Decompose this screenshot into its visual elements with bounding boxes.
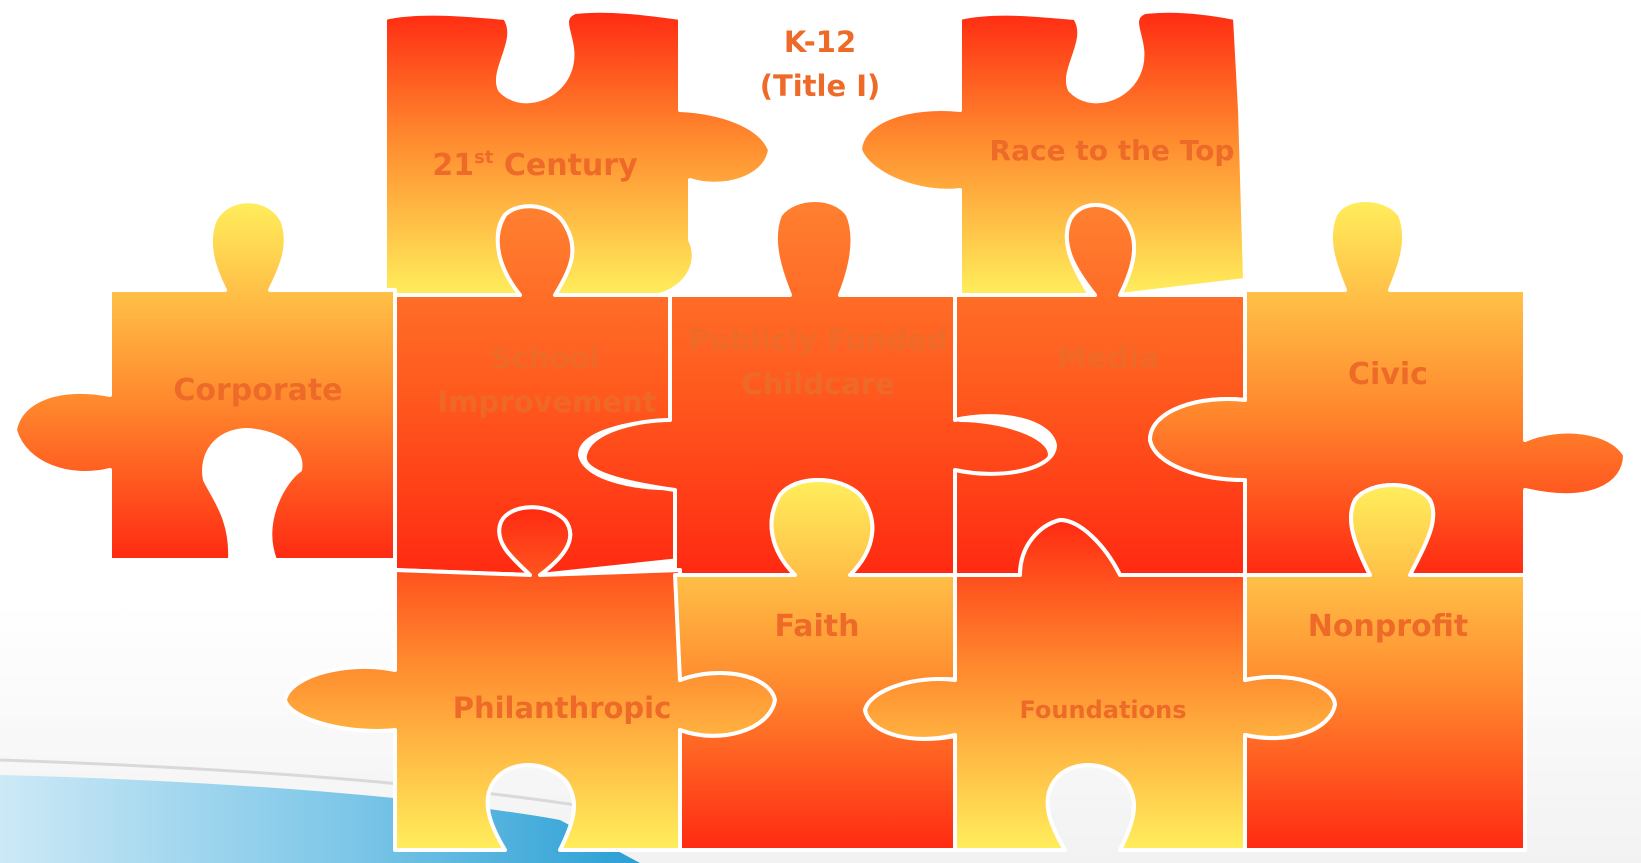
label-philanthropic: Philanthropic: [453, 691, 672, 725]
label-publicly-funded: Publicly Funded: [688, 323, 948, 357]
label-school: School: [491, 341, 600, 375]
background-swoosh: [0, 775, 640, 863]
puzzle-piece-nonprofit: [1243, 483, 1527, 852]
label-civic: Civic: [1348, 357, 1428, 392]
label-foundations: Foundations: [1019, 696, 1186, 724]
label-21st-century: 21st Century: [432, 147, 638, 183]
label-race-to-the-top: Race to the Top: [990, 134, 1235, 167]
label-title-i: (Title I): [760, 69, 881, 103]
puzzle-piece-foundations: [863, 518, 1337, 852]
puzzle-piece-philanthropic: [283, 505, 777, 852]
label-superscript-st: st: [474, 147, 494, 168]
label-century: Century: [493, 148, 638, 183]
label-faith: Faith: [775, 609, 860, 644]
background-swoosh-line: [0, 758, 621, 814]
label-k12: K-12: [784, 25, 856, 59]
label-improvement: Improvement: [438, 385, 657, 419]
label-corporate: Corporate: [173, 373, 342, 408]
puzzle-piece-corporate: [13, 199, 397, 562]
label-21: 21: [432, 148, 474, 183]
label-childcare: Childcare: [741, 367, 894, 401]
label-nonprofit: Nonprofit: [1308, 609, 1469, 644]
label-media: Media: [1057, 341, 1159, 376]
